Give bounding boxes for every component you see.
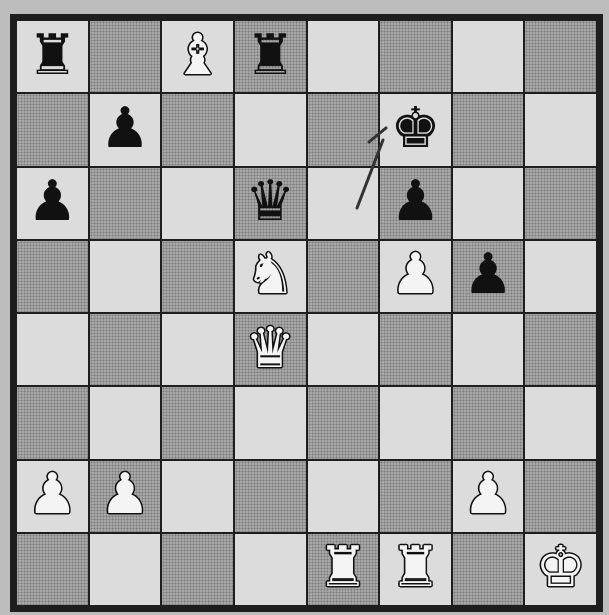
square-f7[interactable]: ♚ [380, 94, 451, 165]
square-a3[interactable] [17, 387, 88, 458]
square-a1[interactable] [17, 534, 88, 605]
square-f4[interactable] [380, 314, 451, 385]
white-rook-icon[interactable]: ♜ [390, 540, 440, 596]
black-rook-icon[interactable]: ♜ [245, 28, 295, 84]
square-h2[interactable] [525, 461, 596, 532]
square-h4[interactable] [525, 314, 596, 385]
square-g3[interactable] [453, 387, 524, 458]
square-a2[interactable]: ♟ [17, 461, 88, 532]
black-pawn-icon[interactable]: ♟ [27, 174, 77, 230]
black-rook-icon[interactable]: ♜ [27, 28, 77, 84]
square-g4[interactable] [453, 314, 524, 385]
square-d6[interactable]: ♛ [235, 168, 306, 239]
square-b6[interactable] [90, 168, 161, 239]
square-h3[interactable] [525, 387, 596, 458]
square-f8[interactable] [380, 21, 451, 92]
white-rook-icon[interactable]: ♜ [318, 540, 368, 596]
square-h5[interactable] [525, 241, 596, 312]
white-pawn-icon[interactable]: ♟ [390, 247, 440, 303]
square-b1[interactable] [90, 534, 161, 605]
square-c4[interactable] [162, 314, 233, 385]
black-pawn-icon[interactable]: ♟ [390, 174, 440, 230]
square-g5[interactable]: ♟ [453, 241, 524, 312]
square-f2[interactable] [380, 461, 451, 532]
white-bishop-icon[interactable]: ♝ [172, 28, 222, 84]
square-b8[interactable] [90, 21, 161, 92]
square-d1[interactable] [235, 534, 306, 605]
square-c6[interactable] [162, 168, 233, 239]
square-f6[interactable]: ♟ [380, 168, 451, 239]
square-e1[interactable]: ♜ [308, 534, 379, 605]
square-c8[interactable]: ♝ [162, 21, 233, 92]
square-e4[interactable] [308, 314, 379, 385]
square-h6[interactable] [525, 168, 596, 239]
white-knight-icon[interactable]: ♞ [245, 247, 295, 303]
square-g6[interactable] [453, 168, 524, 239]
square-b7[interactable]: ♟ [90, 94, 161, 165]
square-c2[interactable] [162, 461, 233, 532]
white-king-icon[interactable]: ♚ [536, 540, 586, 596]
black-pawn-icon[interactable]: ♟ [100, 101, 150, 157]
square-g2[interactable]: ♟ [453, 461, 524, 532]
square-c5[interactable] [162, 241, 233, 312]
white-pawn-icon[interactable]: ♟ [27, 467, 77, 523]
square-b3[interactable] [90, 387, 161, 458]
white-pawn-icon[interactable]: ♟ [100, 467, 150, 523]
square-e5[interactable] [308, 241, 379, 312]
square-b4[interactable] [90, 314, 161, 385]
square-g7[interactable] [453, 94, 524, 165]
black-pawn-icon[interactable]: ♟ [463, 247, 513, 303]
square-c1[interactable] [162, 534, 233, 605]
square-d3[interactable] [235, 387, 306, 458]
square-d8[interactable]: ♜ [235, 21, 306, 92]
white-pawn-icon[interactable]: ♟ [463, 467, 513, 523]
square-f3[interactable] [380, 387, 451, 458]
square-f1[interactable]: ♜ [380, 534, 451, 605]
square-h8[interactable] [525, 21, 596, 92]
square-b2[interactable]: ♟ [90, 461, 161, 532]
square-h7[interactable] [525, 94, 596, 165]
square-d2[interactable] [235, 461, 306, 532]
square-a6[interactable]: ♟ [17, 168, 88, 239]
black-king-icon[interactable]: ♚ [390, 101, 440, 157]
square-e8[interactable] [308, 21, 379, 92]
square-e2[interactable] [308, 461, 379, 532]
square-e6[interactable] [308, 168, 379, 239]
square-b5[interactable] [90, 241, 161, 312]
square-c3[interactable] [162, 387, 233, 458]
square-d7[interactable] [235, 94, 306, 165]
square-a8[interactable]: ♜ [17, 21, 88, 92]
square-f5[interactable]: ♟ [380, 241, 451, 312]
square-e7[interactable] [308, 94, 379, 165]
square-c7[interactable] [162, 94, 233, 165]
square-d5[interactable]: ♞ [235, 241, 306, 312]
square-a5[interactable] [17, 241, 88, 312]
square-a7[interactable] [17, 94, 88, 165]
black-queen-icon[interactable]: ♛ [245, 174, 295, 230]
square-g1[interactable] [453, 534, 524, 605]
white-queen-icon[interactable]: ♛ [245, 321, 295, 377]
chess-board: ♜ ♝ ♜ ♟ ♚ ♟ ♛ ♟ ♞ ♟ ♟ ♛ ♟ ♟ ♟ ♜ ♜ ♚ [10, 14, 603, 612]
square-g8[interactable] [453, 21, 524, 92]
square-a4[interactable] [17, 314, 88, 385]
square-h1[interactable]: ♚ [525, 534, 596, 605]
square-d4[interactable]: ♛ [235, 314, 306, 385]
square-e3[interactable] [308, 387, 379, 458]
